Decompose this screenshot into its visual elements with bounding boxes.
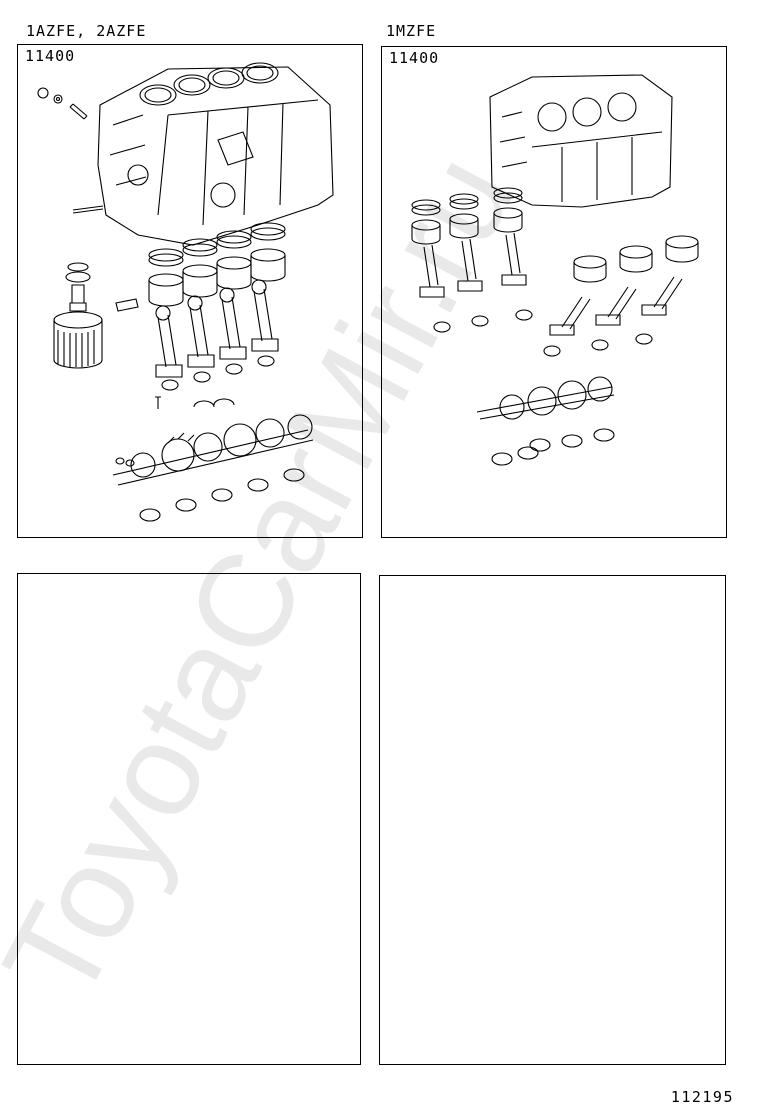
panel-bottom-left <box>17 573 361 1065</box>
part-number-right: 11400 <box>389 49 440 67</box>
page-number: 112195 <box>670 1088 734 1106</box>
piston-ring-set-icon <box>148 222 286 267</box>
rod-bolt-icon <box>155 396 161 409</box>
main-bearing-icon <box>491 428 615 466</box>
engine-label-right: 1MZFE <box>386 22 437 40</box>
part-number-left: 11400 <box>25 47 76 65</box>
panel-bottom-right <box>379 575 726 1065</box>
piston-icon <box>148 248 286 307</box>
panel-top-right[interactable]: 11400 <box>381 46 727 538</box>
piston-icon <box>411 207 699 283</box>
oil-filter-icon <box>53 262 103 369</box>
piston-ring-set-icon <box>411 187 523 216</box>
bearing-icon <box>433 309 653 357</box>
piston-pin-icon <box>115 298 139 312</box>
main-bearing-icon <box>139 468 305 522</box>
bolt-icon <box>37 87 88 120</box>
connecting-rod-icon <box>419 232 683 336</box>
engine-parts-illustration-right <box>411 74 699 466</box>
panel-top-left[interactable]: 11400 <box>17 44 363 538</box>
engine-label-left: 1AZFE, 2AZFE <box>26 22 147 40</box>
connecting-rod-icon <box>155 279 279 378</box>
thrust-washer-icon <box>193 398 235 408</box>
engine-parts-illustration-left <box>37 62 334 522</box>
bearing-icon <box>161 355 275 391</box>
cylinder-block-icon <box>489 74 673 208</box>
crankshaft-icon <box>112 414 314 486</box>
key-icon <box>115 457 135 467</box>
cylinder-block-icon <box>97 62 334 246</box>
crankshaft-icon <box>476 376 615 420</box>
dowel-icon <box>72 205 104 214</box>
